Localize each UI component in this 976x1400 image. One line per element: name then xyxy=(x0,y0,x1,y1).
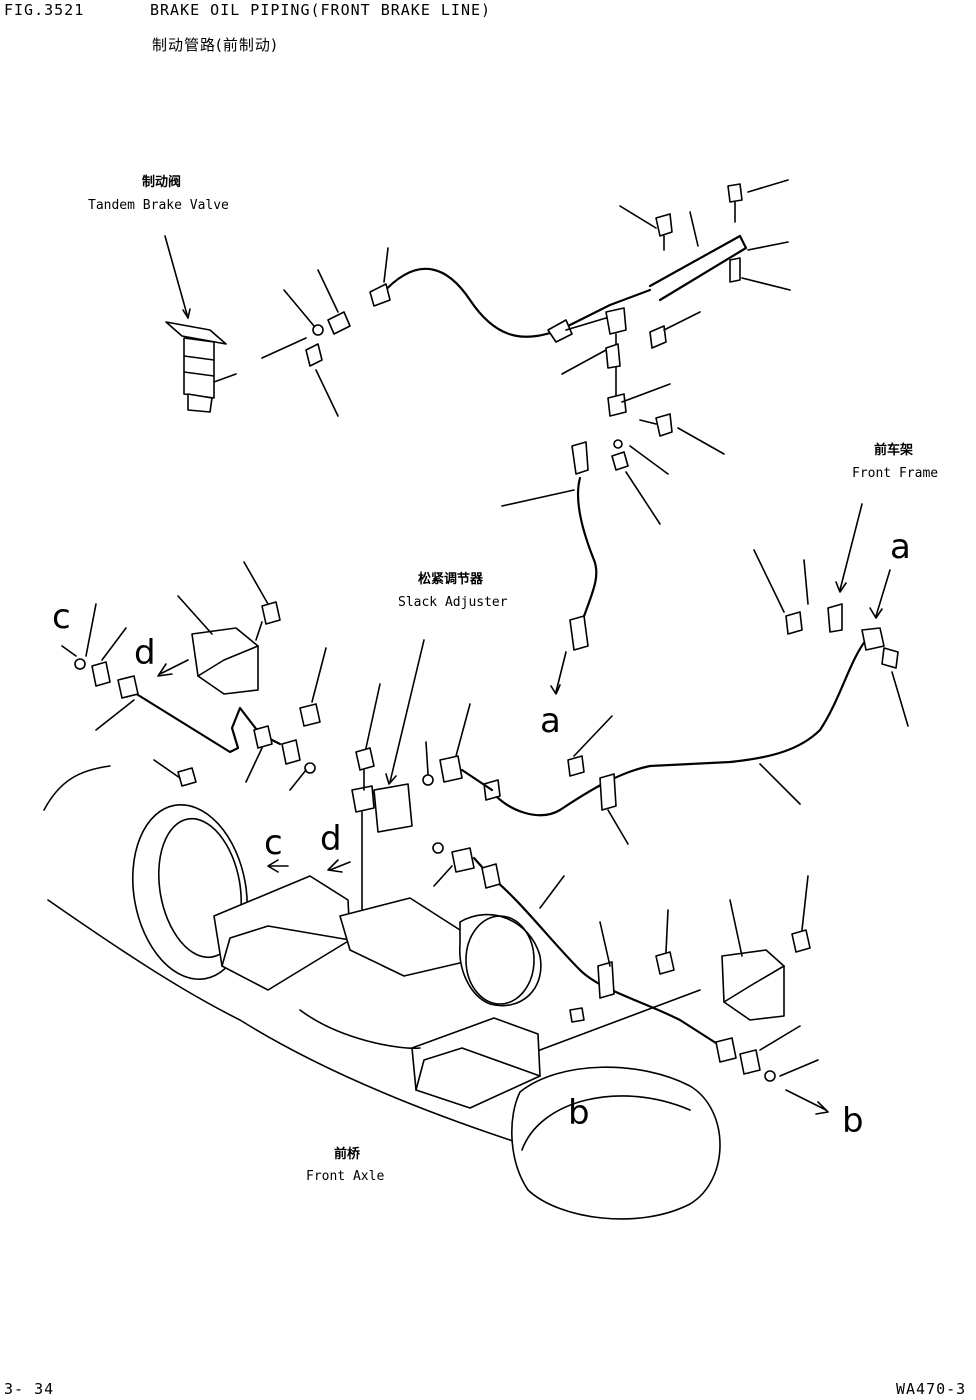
slack-adjuster xyxy=(267,639,494,941)
vertical-brake-pipe xyxy=(501,441,598,695)
figure-title-cn: 制动管路(前制动) xyxy=(152,36,278,54)
front-frame-pipe xyxy=(483,503,909,845)
upper-brake-pipe xyxy=(261,247,652,417)
brake-valve-label-cn: 制动阀 xyxy=(142,175,182,190)
marker-b-center: b xyxy=(568,1093,590,1133)
brake-valve-label: Tandem Brake Valve xyxy=(88,198,229,213)
front-axle-label-cn: 前桥 xyxy=(334,1147,361,1162)
front-axle xyxy=(43,765,721,1220)
tandem-brake-valve xyxy=(164,235,237,413)
marker-a-right: a xyxy=(890,527,911,567)
model-number: WA470-3 xyxy=(896,1380,967,1398)
figure-title: BRAKE OIL PIPING(FRONT BRAKE LINE) xyxy=(150,1,492,19)
figure-number: FIG.3521 xyxy=(4,1,85,19)
slack-adjuster-label: Slack Adjuster xyxy=(398,595,508,610)
upper-junction xyxy=(561,179,791,525)
marker-d-left: d xyxy=(134,633,156,673)
marker-b-right: b xyxy=(842,1101,864,1141)
marker-a-center: a xyxy=(540,701,561,741)
front-frame-label-cn: 前车架 xyxy=(874,443,914,458)
page-number: 3- 34 xyxy=(4,1380,55,1398)
left-bracket-assembly xyxy=(61,561,327,791)
marker-c-left: c xyxy=(52,597,71,637)
front-axle-label: Front Axle xyxy=(306,1169,385,1184)
front-frame-label: Front Frame xyxy=(852,466,939,481)
marker-c-center: c xyxy=(264,823,283,863)
marker-d-center: d xyxy=(320,819,342,859)
slack-adjuster-label-cn: 松紧调节器 xyxy=(418,572,484,587)
